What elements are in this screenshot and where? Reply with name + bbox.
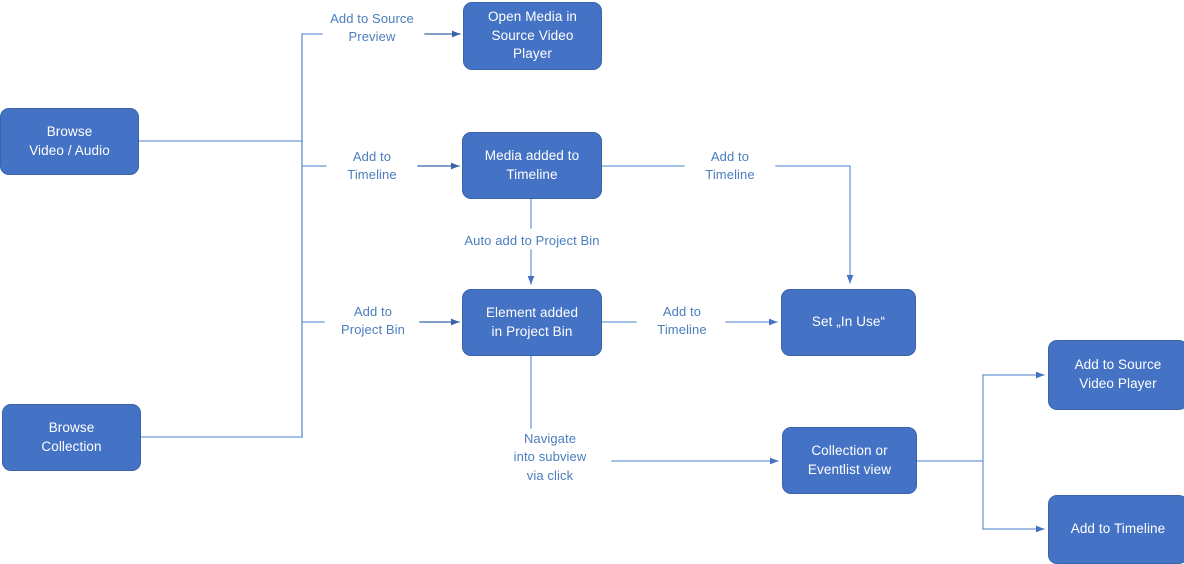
node-element-added-project-bin[interactable]: Element added in Project Bin [462,289,602,356]
edge-label-add-to-source-preview: Add to Source Preview [330,11,414,45]
edge-label-navigate-into-subview: Navigate into subview via click [513,431,587,483]
node-media-added-timeline[interactable]: Media added to Timeline [462,132,602,199]
node-set-in-use[interactable]: Set „In Use“ [781,289,916,356]
edge-label-add-to-project-bin: Add to Project Bin [341,304,405,338]
edge-label-add-to-timeline-bin: Add to Timeline [657,304,707,338]
edge-label-add-to-timeline-mid: Add to Timeline [705,149,755,183]
node-collection-eventlist-view[interactable]: Collection or Eventlist view [782,427,917,494]
node-open-media-source-player[interactable]: Open Media in Source Video Player [463,2,602,70]
node-add-to-timeline-right[interactable]: Add to Timeline [1048,495,1184,564]
node-browse-video-audio[interactable]: Browse Video / Audio [0,108,139,175]
node-browse-collection[interactable]: Browse Collection [2,404,141,471]
node-add-to-source-video-player[interactable]: Add to Source Video Player [1048,340,1184,410]
edge-label-add-to-timeline-left: Add to Timeline [347,149,397,183]
edge-label-auto-add-project-bin: Auto add to Project Bin [464,233,600,248]
edge-media-timeline-to-set-in-use [775,165,854,284]
